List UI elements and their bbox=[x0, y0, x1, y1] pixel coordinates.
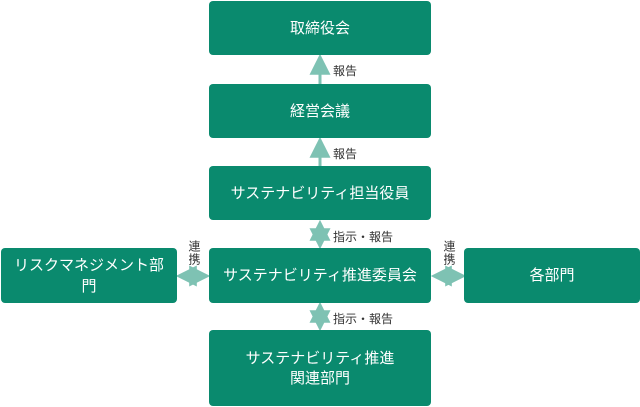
sustainability-officer-label: サステナビリティ担当役員 bbox=[230, 183, 410, 202]
management-meeting-label: 経営会議 bbox=[289, 101, 350, 120]
risk-management-dept-box: リスクマネジメント部門 bbox=[1, 248, 177, 303]
coord-label-right: 連携 bbox=[442, 240, 456, 266]
instruct-report-label-1: 指示・報告 bbox=[333, 230, 394, 244]
related-dept-label-line1: サステナビリティ推進 bbox=[245, 348, 395, 367]
coord-label-left: 連携 bbox=[187, 240, 201, 266]
risk-management-dept-label: リスクマネジメント部門 bbox=[13, 256, 164, 295]
report-label-1: 報告 bbox=[333, 64, 358, 78]
sustainability-officer-box: サステナビリティ担当役員 bbox=[209, 166, 431, 220]
instruct-report-label-2: 指示・報告 bbox=[333, 312, 394, 326]
related-dept-label-line2: 関連部門 bbox=[289, 369, 350, 387]
each-dept-label: 各部門 bbox=[529, 266, 575, 285]
board-box: 取締役会 bbox=[209, 1, 431, 55]
each-dept-box: 各部門 bbox=[464, 248, 640, 303]
board-label: 取締役会 bbox=[289, 18, 350, 37]
sustainability-committee-box: サステナビリティ推進委員会 bbox=[209, 248, 431, 303]
management-meeting-box: 経営会議 bbox=[209, 84, 431, 138]
related-dept-box: サステナビリティ推進 関連部門 bbox=[209, 330, 431, 406]
related-dept-text: サステナビリティ推進 関連部門 bbox=[246, 348, 395, 389]
report-label-2: 報告 bbox=[333, 147, 358, 161]
sustainability-committee-label: サステナビリティ推進委員会 bbox=[223, 266, 417, 285]
